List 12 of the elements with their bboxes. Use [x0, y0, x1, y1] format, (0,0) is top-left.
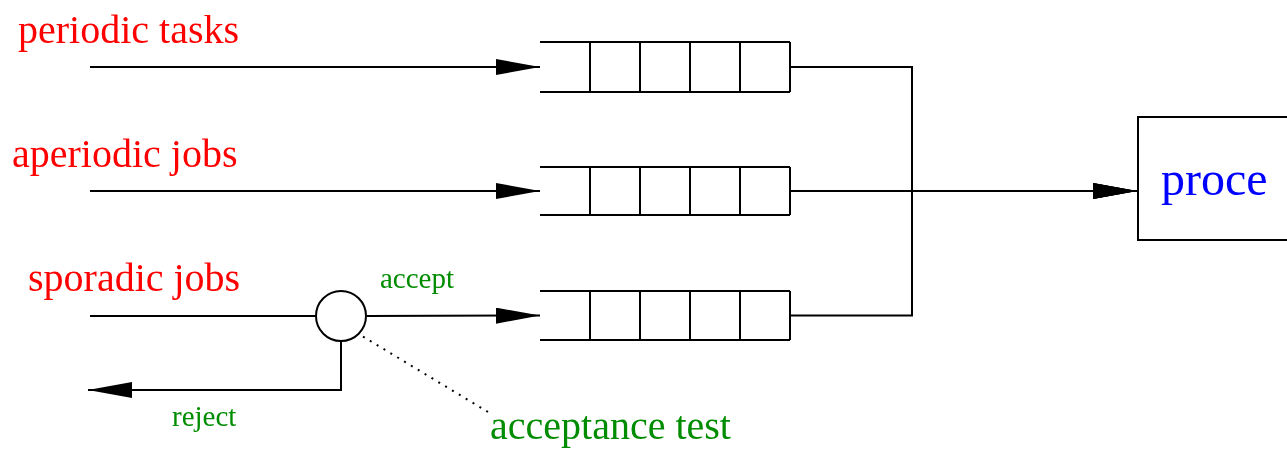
- processor-box: [1137, 116, 1287, 241]
- node-label: acceptance test: [490, 406, 731, 446]
- edge-label: aperiodic jobs: [12, 134, 238, 174]
- arrow: [89, 183, 541, 199]
- edge-label: sporadic jobs: [28, 258, 241, 298]
- edge-label: reject: [172, 402, 237, 431]
- edge-label: periodic tasks: [18, 10, 240, 50]
- arrow: [89, 59, 541, 75]
- arrow: [366, 307, 541, 324]
- edge-label: accept: [380, 264, 455, 293]
- arrow: [87, 341, 342, 398]
- processor-label: proce: [1161, 154, 1268, 203]
